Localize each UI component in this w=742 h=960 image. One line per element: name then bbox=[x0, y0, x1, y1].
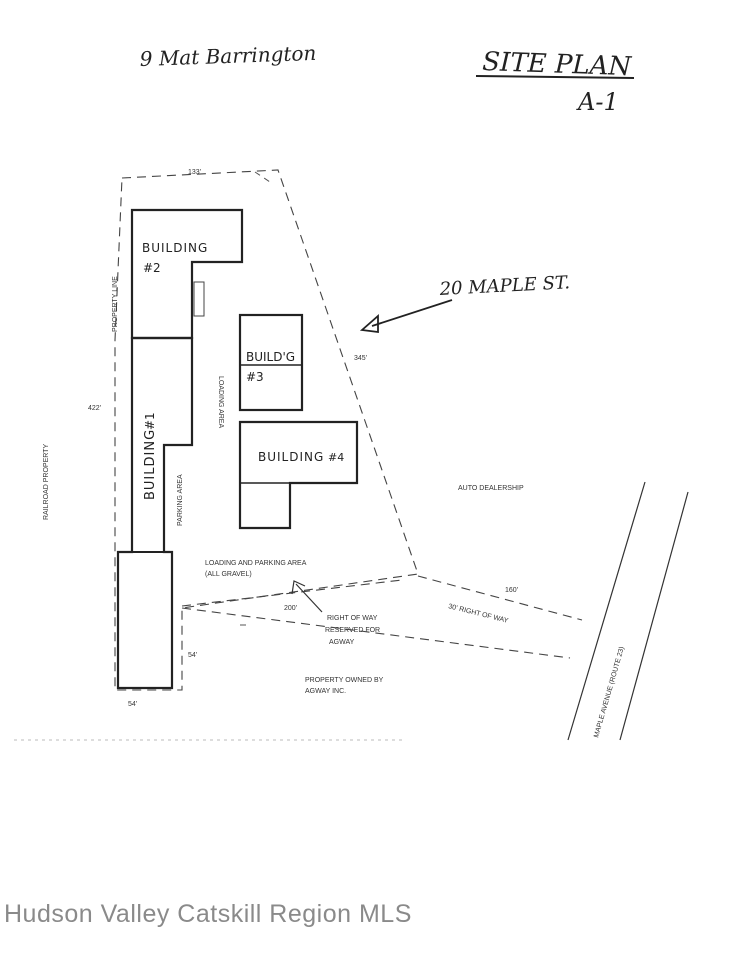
road-edge-right bbox=[619, 491, 689, 741]
row-reserved-line3: AGWAY bbox=[329, 639, 355, 646]
address-arrowhead bbox=[359, 314, 379, 334]
handwritten-note: 9 Mat Barrington bbox=[139, 41, 316, 71]
building-2-annex bbox=[193, 281, 205, 317]
gravel-label: (ALL GRAVEL) bbox=[205, 571, 252, 578]
dim-row-right: 160' bbox=[505, 587, 518, 594]
building-4-number: #4 bbox=[328, 451, 344, 464]
road-label: MAPLE AVENUE (ROUTE 23) bbox=[593, 646, 626, 739]
row-arrow-shaft bbox=[295, 583, 323, 613]
parking-area-label: PARKING AREA bbox=[177, 474, 184, 526]
boundary-tick bbox=[254, 171, 271, 183]
building-1-label: BUILDING bbox=[143, 429, 158, 500]
building-2-number: #2 bbox=[143, 261, 161, 275]
address-callout: 20 MAPLE ST. bbox=[438, 272, 570, 300]
address-arrow-shaft bbox=[371, 299, 453, 327]
dim-right: 345' bbox=[354, 355, 367, 362]
building-2-label: BUILDING bbox=[142, 241, 208, 255]
agway-owned-line2: AGWAY INC. bbox=[305, 688, 346, 695]
property-boundary bbox=[114, 169, 419, 691]
railroad-property-label: RAILROAD PROPERTY bbox=[43, 444, 50, 520]
building-3-label: BUILD'G bbox=[246, 350, 295, 364]
building-3-outline bbox=[238, 313, 304, 412]
auto-dealership-label: AUTO DEALERSHIP bbox=[458, 485, 524, 492]
title-underline bbox=[475, 75, 635, 79]
property-line-label: PROPERTY LINE bbox=[112, 276, 119, 332]
dim-bottom: 54' bbox=[128, 701, 137, 708]
road-edge-left bbox=[567, 481, 646, 741]
row-line-mid bbox=[417, 575, 583, 621]
row-line-lower bbox=[181, 607, 571, 659]
dim-row-length: 200' bbox=[284, 605, 297, 612]
sheet-number: A-1 bbox=[576, 88, 619, 116]
dim-left: 422' bbox=[88, 405, 101, 412]
dim-bottom-side: 54' bbox=[188, 652, 197, 659]
loading-parking-label: LOADING AND PARKING AREA bbox=[205, 560, 307, 567]
building-4-outline bbox=[238, 420, 359, 530]
row-arrowhead bbox=[291, 580, 306, 595]
mls-watermark: Hudson Valley Catskill Region MLS bbox=[4, 900, 412, 928]
row-reserved-line1: RIGHT OF WAY bbox=[327, 615, 378, 622]
row-30-label: 30' RIGHT OF WAY bbox=[448, 603, 510, 625]
building-1-number: #1 bbox=[143, 412, 157, 430]
dim-top: 133' bbox=[188, 169, 201, 176]
building-3-number: #3 bbox=[246, 370, 264, 384]
agway-owned-line1: PROPERTY OWNED BY bbox=[305, 677, 384, 684]
building-4-label: BUILDING bbox=[258, 450, 324, 464]
loading-area-label: LOADING AREA bbox=[217, 376, 224, 428]
